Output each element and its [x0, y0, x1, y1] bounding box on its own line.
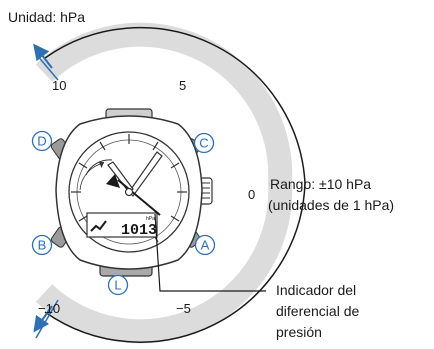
indicator-label-line3: presión — [276, 324, 322, 340]
marker-triangle — [99, 162, 104, 168]
indicator-label-line1: Indicador del — [276, 282, 356, 298]
top-arrow — [33, 43, 53, 69]
center-pin — [124, 187, 134, 197]
range-label-line1: Rango: ±10 hPa — [270, 176, 371, 192]
lcd-small-text: hPa — [146, 216, 155, 222]
indicator-label-line2: diferencial de — [276, 303, 359, 319]
scale-label-plus5: 5 — [179, 78, 186, 93]
indicator-callout-line — [154, 213, 266, 292]
button-a: A — [194, 234, 216, 256]
button-b: B — [31, 234, 53, 256]
button-d: D — [31, 130, 53, 152]
watch: 1013 hPa — [50, 108, 213, 277]
pressure-differential-hand — [117, 179, 161, 216]
scale-label-plus10: 10 — [52, 78, 66, 93]
scale-label-zero: 0 — [248, 187, 255, 202]
button-l-letter: L — [114, 278, 121, 293]
button-c: C — [193, 132, 215, 154]
top-tick — [35, 53, 59, 81]
lcd-display — [86, 212, 158, 238]
button-l: L — [107, 274, 129, 296]
trend-graph-icon — [90, 220, 107, 232]
button-d-letter: D — [37, 134, 46, 149]
bottom-arrow — [33, 305, 53, 333]
hour-indices — [71, 134, 187, 243]
unit-title: Unidad: hPa — [8, 9, 85, 25]
scale-label-minus10: −10 — [38, 301, 60, 316]
scale-label-minus5: −5 — [176, 301, 191, 316]
scale-arc — [35, 22, 293, 344]
pressure-hand-tail — [106, 174, 120, 188]
button-a-letter: A — [201, 238, 210, 253]
button-b-letter: B — [38, 238, 47, 253]
range-label-line2: (unidades de 1 hPa) — [268, 197, 394, 213]
lcd-digits: 1013 — [121, 222, 157, 239]
outer-arc — [44, 27, 306, 343]
bottom-tick — [35, 299, 59, 339]
button-c-letter: C — [199, 136, 208, 151]
